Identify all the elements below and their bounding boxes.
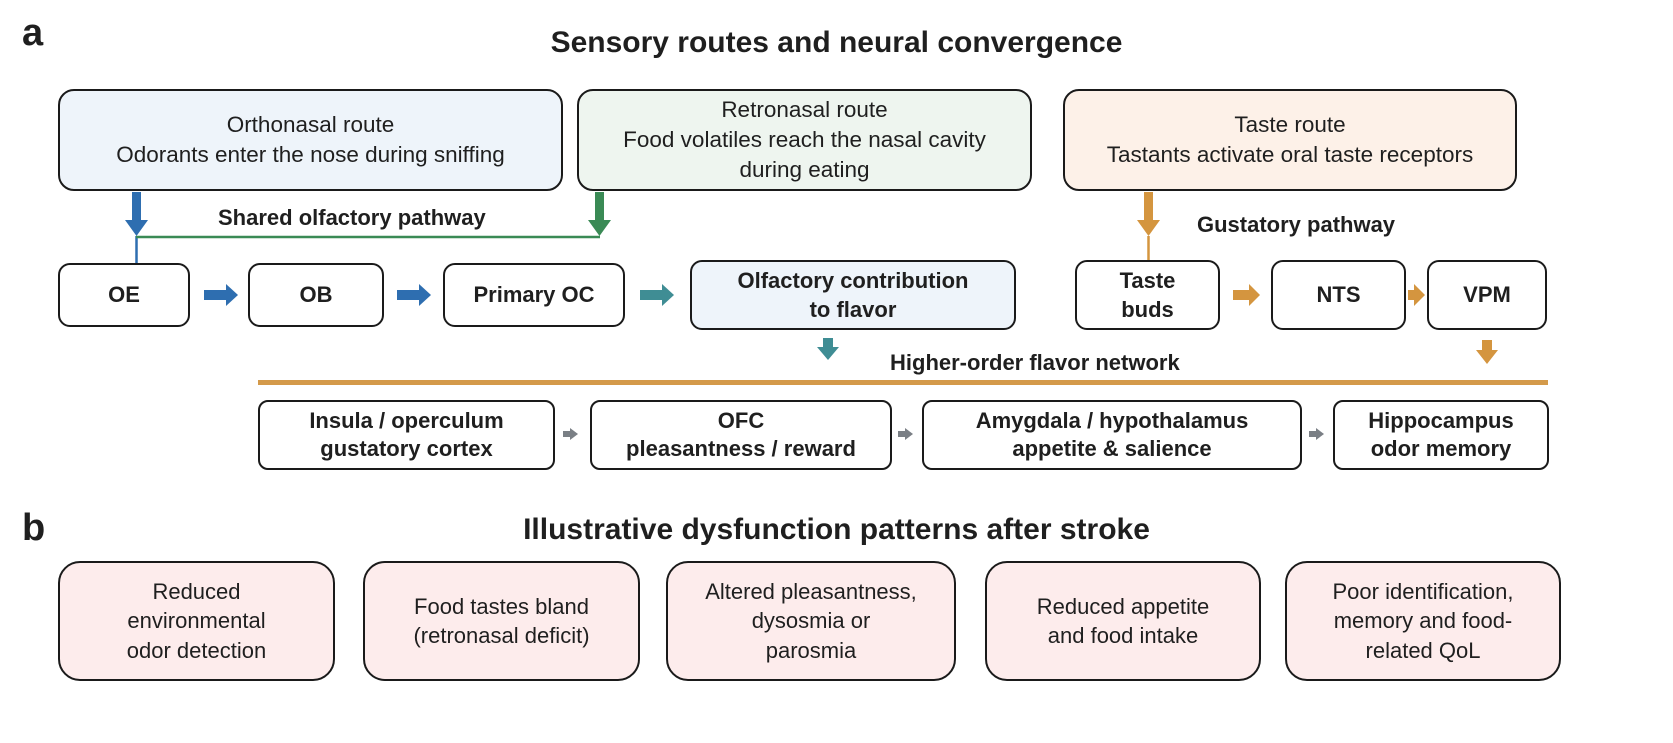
arrow-amygdala-to-hippocampus [1309,428,1324,440]
arrow-ob-to-primary-oc [397,284,431,306]
arrow-contribution-down [817,338,839,360]
retronasal-down-arrow [588,192,611,236]
arrow-vpm-down [1476,340,1498,364]
orthonasal-down-arrow [125,192,148,263]
node-insula-operculum: Insula / operculum gustatory cortex [258,400,555,470]
arrow-ofc-to-amygdala [898,428,913,440]
taste-route-box: Taste route Tastants activate oral taste… [1063,89,1517,191]
node-nts: NTS [1271,260,1406,330]
node-ob: OB [248,263,384,327]
arrow-oe-to-ob [204,284,238,306]
arrow-primary-oc-to-contribution [640,284,674,306]
node-amygdala-hypothalamus: Amygdala / hypothalamus appetite & salie… [922,400,1302,470]
effect-reduced-appetite: Reduced appetite and food intake [985,561,1261,681]
node-ofc: OFC pleasantness / reward [590,400,892,470]
node-oe: OE [58,263,190,327]
higher-order-network-label: Higher-order flavor network [890,350,1180,375]
arrow-nts-to-vpm [1408,284,1425,306]
panel-b-title: Illustrative dysfunction patterns after … [523,513,1150,546]
effect-poor-identification: Poor identification, memory and food- re… [1285,561,1561,681]
node-hippocampus: Hippocampus odor memory [1333,400,1549,470]
panel-a-letter: a [22,12,44,54]
retronasal-route-box: Retronasal route Food volatiles reach th… [577,89,1032,191]
effect-altered-pleasantness: Altered pleasantness, dysosmia or parosm… [666,561,956,681]
panel-b-letter: b [22,507,46,549]
effect-odor-detection: Reduced environmental odor detection [58,561,335,681]
arrow-taste-buds-to-nts [1233,284,1260,306]
node-olfactory-contribution: Olfactory contribution to flavor [690,260,1016,330]
shared-olfactory-pathway-label: Shared olfactory pathway [218,205,486,230]
higher-order-network-bar [258,380,1548,385]
arrow-insula-to-ofc [563,428,578,440]
effect-food-tastes-bland: Food tastes bland (retronasal deficit) [363,561,640,681]
node-vpm: VPM [1427,260,1547,330]
orthonasal-route-box: Orthonasal route Odorants enter the nose… [58,89,563,191]
node-primary-oc: Primary OC [443,263,625,327]
node-taste-buds: Taste buds [1075,260,1220,330]
gustatory-pathway-label: Gustatory pathway [1197,212,1396,237]
taste-down-arrow [1137,192,1160,260]
panel-a-title: Sensory routes and neural convergence [550,26,1123,59]
